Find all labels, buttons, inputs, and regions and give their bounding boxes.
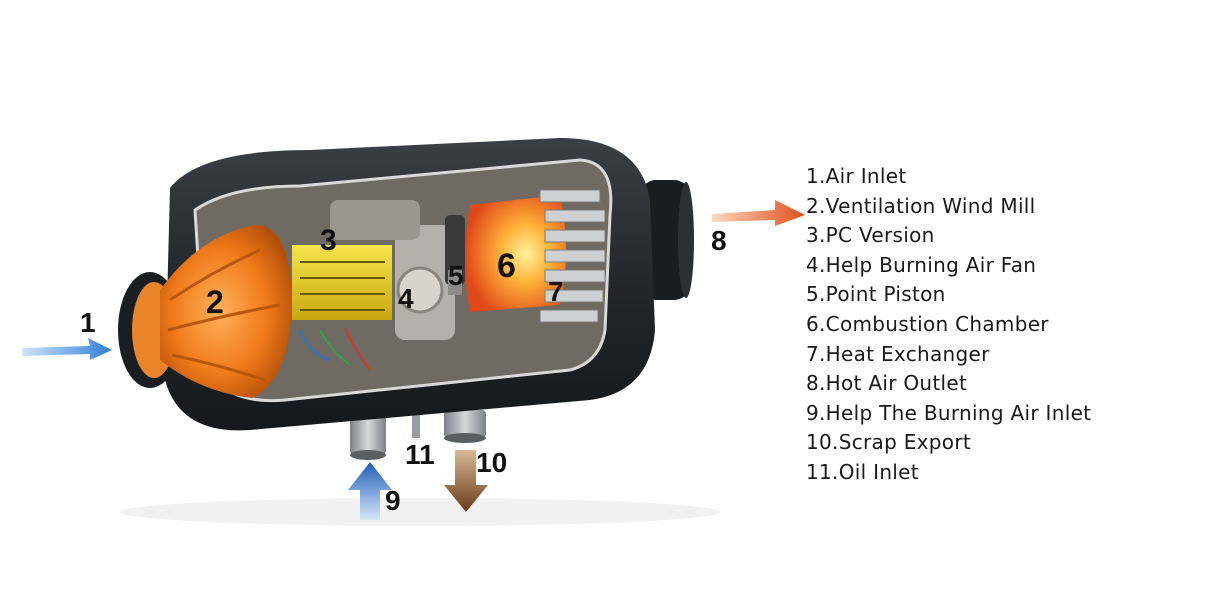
fan-blade bbox=[169, 248, 261, 302]
legend-item: 11.Oil Inlet bbox=[806, 459, 919, 484]
legend-item: 10.Scrap Export bbox=[806, 430, 971, 455]
ventilation-fan bbox=[160, 225, 292, 398]
callout-11: 11 bbox=[405, 439, 435, 470]
fan-blade bbox=[171, 353, 266, 382]
callout-4: 4 bbox=[398, 283, 414, 314]
exhaust-pipe bbox=[444, 410, 486, 438]
callout-8: 8 bbox=[711, 225, 727, 256]
air-inlet-pipe-rim bbox=[350, 450, 386, 460]
callout-10: 10 bbox=[476, 447, 507, 478]
cutaway-edge bbox=[193, 158, 613, 403]
air-inlet-arrow bbox=[22, 338, 112, 360]
ground-shadow bbox=[120, 498, 720, 526]
hot-air-outlet-arrow bbox=[712, 200, 805, 226]
glow-plug bbox=[445, 215, 465, 285]
fan-blade bbox=[167, 303, 281, 332]
control-board bbox=[292, 245, 392, 320]
callout-1: 1 bbox=[80, 307, 96, 338]
component-legend: 1.Air Inlet 2.Ventilation Wind Mill 3.PC… bbox=[806, 162, 1091, 488]
callout-2: 2 bbox=[206, 284, 224, 320]
callout-7: 7 bbox=[548, 276, 564, 307]
legend-item: 6.Combustion Chamber bbox=[806, 311, 1049, 336]
combustion-chamber bbox=[465, 195, 566, 312]
legend-item: 9.Help The Burning Air Inlet bbox=[806, 400, 1092, 425]
legend-item: 1.Air Inlet bbox=[806, 164, 907, 188]
glow-plug-tip bbox=[448, 270, 462, 295]
callout-6: 6 bbox=[497, 247, 516, 285]
scrap-export-arrow bbox=[444, 450, 488, 512]
legend-item: 5.Point Piston bbox=[806, 282, 946, 307]
legend-item: 3.PC Version bbox=[806, 223, 935, 248]
legend-item: 7.Heat Exchanger bbox=[806, 341, 990, 366]
legend-item: 8.Hot Air Outlet bbox=[806, 371, 968, 396]
legend-item: 2.Ventilation Wind Mill bbox=[806, 193, 1036, 218]
burning-air-inlet-arrow bbox=[348, 462, 392, 520]
board-components bbox=[300, 261, 385, 311]
outlet-collar-rim bbox=[678, 182, 694, 298]
oil-inlet-pipe bbox=[412, 412, 420, 438]
air-inlet-pipe bbox=[350, 415, 386, 455]
exhaust-pipe-rim bbox=[444, 433, 486, 443]
burning-air-fan-wheel bbox=[396, 266, 444, 314]
heat-exchanger bbox=[539, 189, 606, 323]
legend-item: 4.Help Burning Air Fan bbox=[806, 252, 1037, 277]
wiring bbox=[299, 327, 371, 371]
callout-3: 3 bbox=[320, 224, 337, 257]
callout-9: 9 bbox=[385, 485, 401, 516]
callout-5: 5 bbox=[448, 260, 464, 291]
motor-housing-top bbox=[330, 200, 420, 240]
